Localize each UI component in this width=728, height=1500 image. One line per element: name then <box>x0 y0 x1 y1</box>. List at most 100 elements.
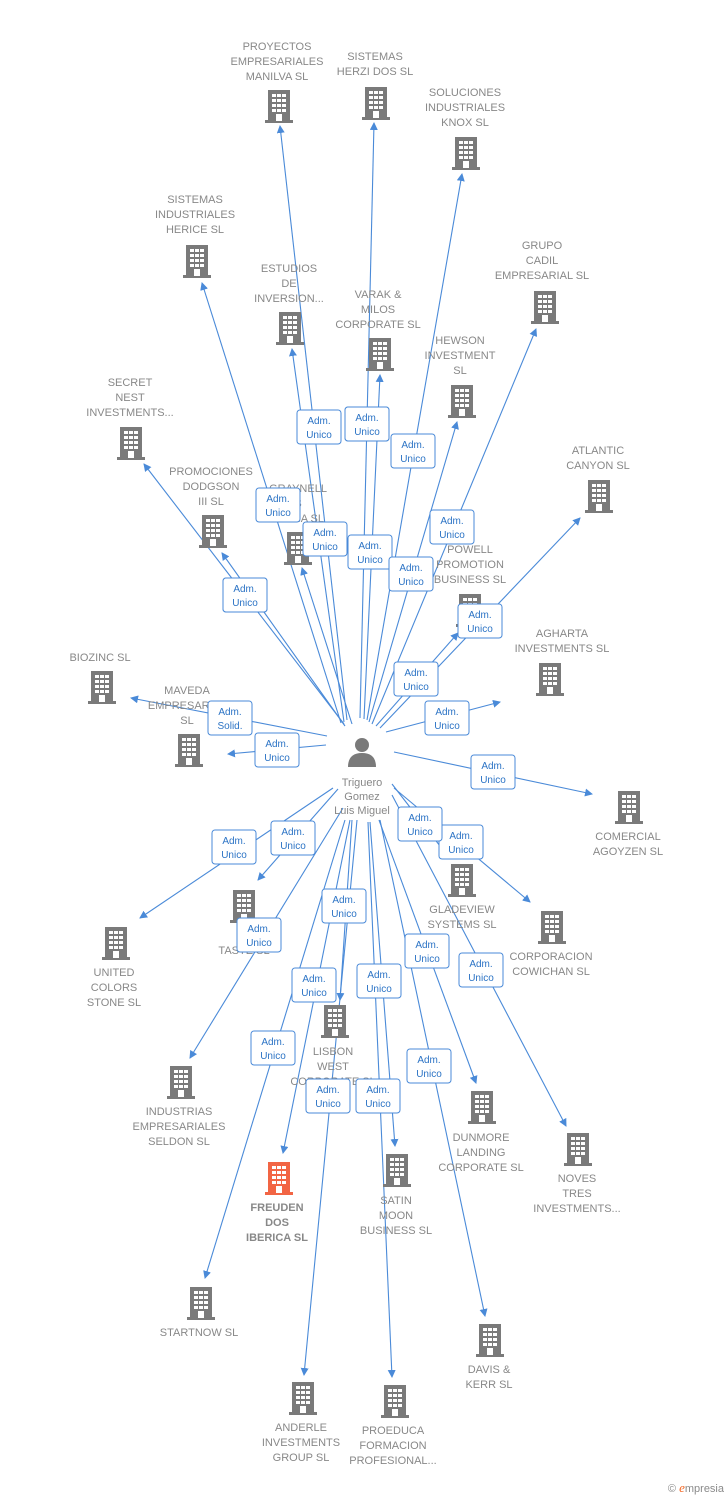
role-badge-freuden[interactable]: Adm.Unico <box>291 967 337 1003</box>
role-badge-text: Adm. <box>358 541 381 552</box>
company-label-line: SL <box>180 715 193 727</box>
role-badge-maveda[interactable]: Adm.Solid. <box>207 700 253 736</box>
company-node-proeduca[interactable]: PROEDUCAFORMACIONPROFESIONAL... <box>349 1385 437 1467</box>
role-badge-text: Unico <box>448 845 474 856</box>
role-badge-text: Unico <box>439 530 465 541</box>
role-badge-box <box>236 917 282 953</box>
role-badge-herice[interactable]: Adm.Unico <box>255 487 301 523</box>
role-badge-box <box>250 1030 296 1066</box>
role-badge-davis[interactable]: Adm.Unico <box>397 806 443 842</box>
role-badge-estudios[interactable]: Adm.Unico <box>296 409 342 445</box>
role-badge-powell[interactable]: Adm.Unico <box>393 661 439 697</box>
role-badge-noves[interactable]: Adm.Unico <box>406 1048 452 1084</box>
company-node-davis[interactable]: DAVIS &KERR SL <box>465 1324 513 1391</box>
role-badge-box <box>296 409 342 445</box>
company-node-noves[interactable]: NOVESTRESINVESTMENTS... <box>533 1133 621 1215</box>
role-badge-varak[interactable]: Adm. Unico <box>347 534 393 570</box>
role-badge-startnow[interactable]: Adm.Unico <box>250 1030 296 1066</box>
role-badge-text: Adm. <box>265 739 288 750</box>
building-icon <box>536 663 564 696</box>
role-badge-gladeview[interactable]: Adm.Unico <box>438 824 484 860</box>
role-badge-cadil[interactable]: Adm.Unico <box>429 509 475 545</box>
company-label-line: GRUPO <box>522 240 563 252</box>
building-icon <box>564 1133 592 1166</box>
role-badge-atlantic[interactable]: Adm.Unico <box>457 603 503 639</box>
company-label-line: INDUSTRIALES <box>155 209 235 221</box>
role-badge-agoyzen[interactable]: Adm.Unico <box>470 754 516 790</box>
building-icon <box>366 338 394 371</box>
building-icon <box>183 245 211 278</box>
role-badge-united[interactable]: Adm.Unico <box>211 829 257 865</box>
role-badge-anderle[interactable]: Adm.Unico <box>305 1078 351 1114</box>
company-node-atlantic[interactable]: ATLANTIC CANYON SL <box>566 445 630 513</box>
company-node-startnow[interactable]: STARTNOW SL <box>160 1287 238 1339</box>
brand-initial: e <box>679 1480 685 1495</box>
company-label-line: INVERSION... <box>254 293 324 305</box>
role-badge-text: Solid. <box>217 721 242 732</box>
role-badge-text: Unico <box>357 555 383 566</box>
role-badge-biozinc[interactable]: Adm.Unico <box>254 732 300 768</box>
company-label-line: VARAK & <box>355 289 403 301</box>
company-label-line: SECRET <box>108 377 153 389</box>
role-badge-dunmore[interactable]: Adm.Unico <box>404 933 450 969</box>
role-badge-dr[interactable]: Adm.Unico <box>270 820 316 856</box>
role-badge-text: Unico <box>301 988 327 999</box>
role-badge-box <box>470 754 516 790</box>
role-badge-graynell[interactable]: Adm.Unico <box>302 521 348 557</box>
role-badge-box <box>404 933 450 969</box>
company-label-line: COMERCIAL <box>595 831 660 843</box>
company-node-estudios[interactable]: ESTUDIOSDEINVERSION... <box>254 263 324 345</box>
company-label-line: CANYON SL <box>566 460 630 472</box>
role-badge-text: Adm. <box>401 440 424 451</box>
company-label-line: PROMOCIONES <box>169 466 253 478</box>
role-badge-text: Adm. <box>415 940 438 951</box>
company-label-line: ATLANTIC <box>572 445 624 457</box>
role-badge-text: Unico <box>480 775 506 786</box>
building-icon <box>383 1154 411 1187</box>
role-badge-lisbon[interactable]: Adm.Unico <box>321 888 367 924</box>
role-badge-text: Unico <box>331 909 357 920</box>
role-badge-text: Adm. <box>469 959 492 970</box>
role-badge-secret[interactable]: Adm.Unico <box>222 577 268 613</box>
role-badge-text: Adm. <box>366 1085 389 1096</box>
building-icon <box>187 1287 215 1320</box>
role-badge-hewson[interactable]: Adm.Unico <box>388 556 434 592</box>
role-badge-box <box>388 556 434 592</box>
company-node-lisbon[interactable]: LISBONWESTCORPORATE SL <box>290 1005 376 1088</box>
role-badge-knox[interactable]: Adm.Unico <box>390 433 436 469</box>
company-node-biozinc[interactable]: BIOZINC SL <box>69 652 131 704</box>
company-label-line: PROYECTOS <box>243 41 312 53</box>
role-badge-seldon[interactable]: Adm.Unico <box>236 917 282 953</box>
role-badge-agharta[interactable]: Adm.Unico <box>424 700 470 736</box>
role-badge-proeduca[interactable]: Adm.Unico <box>355 1078 401 1114</box>
role-badge-text: Unico <box>306 430 332 441</box>
company-label-line: CORPORACION <box>509 951 592 963</box>
role-badge-satin[interactable]: Adm.Unico <box>356 963 402 999</box>
role-badge-cowichan[interactable]: Adm.Unico <box>458 952 504 988</box>
role-layer: Adm.UnicoAdm.UnicoAdm.UnicoAdm.UnicoAdm.… <box>207 406 516 1114</box>
company-node-secret[interactable]: SECRETNESTINVESTMENTS... <box>86 377 174 460</box>
role-badge-herzi[interactable]: Adm.Unico <box>344 406 390 442</box>
